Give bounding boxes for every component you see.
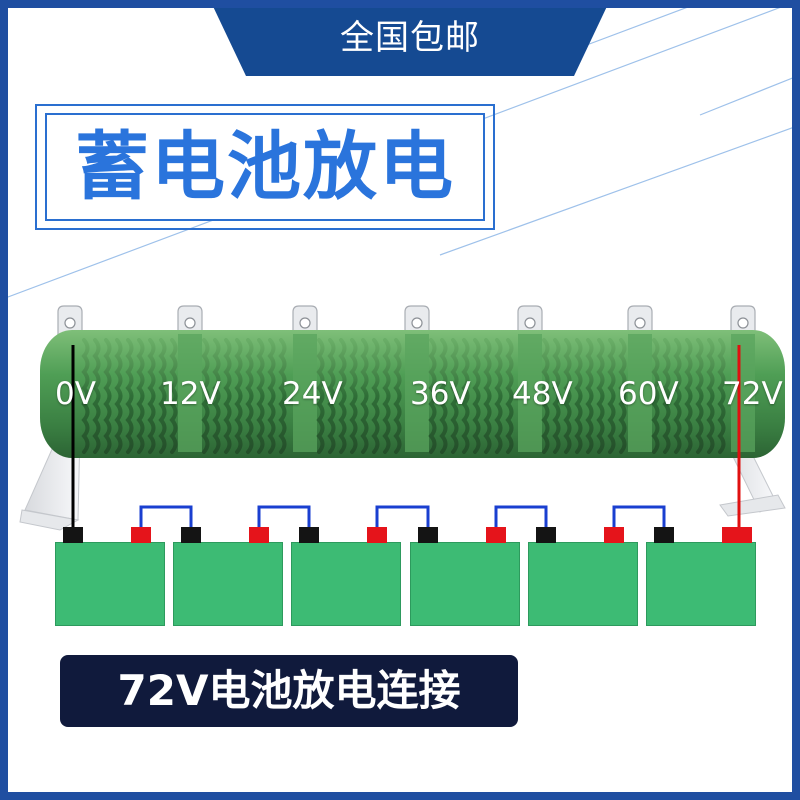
battery-2-negative-terminal: [181, 527, 201, 543]
battery-2-positive-terminal: [249, 527, 269, 543]
tap-band: [178, 334, 202, 452]
rib: [439, 338, 448, 454]
rib: [505, 338, 514, 454]
battery-5-negative-terminal: [536, 527, 556, 543]
rib: [327, 338, 336, 454]
tap-band: [628, 334, 652, 452]
battery-3-negative-terminal: [299, 527, 319, 543]
banner-text: 全国包邮: [340, 18, 480, 58]
voltage-label-12v: 12V: [160, 376, 221, 412]
rib: [169, 338, 178, 454]
rib: [393, 338, 402, 454]
resistor-ribs: [81, 334, 755, 454]
rib: [552, 338, 561, 454]
rib: [450, 338, 459, 454]
rib: [267, 338, 276, 454]
rib: [541, 338, 550, 454]
battery-6-positive-terminal: [722, 527, 752, 543]
battery-link: [494, 505, 548, 528]
title-frame: [35, 104, 495, 230]
battery-2: [173, 542, 283, 626]
battery-1-negative-terminal: [63, 527, 83, 543]
rib: [371, 338, 380, 454]
battery-link: [612, 505, 666, 528]
rib: [494, 338, 503, 454]
rib: [695, 338, 704, 454]
rib: [706, 338, 715, 454]
shipping-banner: 全国包邮: [210, 0, 610, 76]
rib: [472, 338, 481, 454]
voltage-label-60v: 60V: [618, 376, 679, 412]
battery-6: [646, 542, 756, 626]
rib: [651, 338, 660, 454]
rib: [201, 338, 210, 454]
rib: [136, 338, 145, 454]
rib: [382, 338, 391, 454]
voltage-label-48v: 48V: [512, 376, 573, 412]
rib: [607, 338, 616, 454]
battery-1: [55, 542, 165, 626]
voltage-label-36v: 36V: [410, 376, 471, 412]
rib: [234, 338, 243, 454]
rib: [585, 338, 594, 454]
caption-box: 72V电池放电连接: [60, 655, 518, 727]
tap-band: [518, 334, 542, 452]
rib: [563, 338, 572, 454]
rib: [245, 338, 254, 454]
rib: [125, 338, 134, 454]
rib: [483, 338, 492, 454]
battery-3: [291, 542, 401, 626]
rib: [103, 338, 112, 454]
rib: [717, 338, 726, 454]
rib: [81, 338, 90, 454]
rib: [673, 338, 682, 454]
battery-4: [410, 542, 520, 626]
rib: [596, 338, 605, 454]
battery-5: [528, 542, 638, 626]
rib: [428, 338, 437, 454]
battery-link: [375, 505, 430, 528]
title-box: 蓄电池放电: [45, 113, 485, 221]
rib: [256, 338, 265, 454]
battery-3-positive-terminal: [367, 527, 387, 543]
rib: [662, 338, 671, 454]
battery-1-positive-terminal: [131, 527, 151, 543]
tap-band: [731, 334, 755, 452]
rib: [338, 338, 347, 454]
battery-5-positive-terminal: [604, 527, 624, 543]
rib: [349, 338, 358, 454]
voltage-label-72v: 72V: [722, 376, 783, 412]
rib: [316, 338, 325, 454]
voltage-label-0v: 0V: [55, 376, 96, 412]
caption-text: 72V电池放电连接: [117, 666, 461, 715]
rib: [147, 338, 156, 454]
wiring: [71, 345, 741, 528]
rib: [212, 338, 221, 454]
battery-4-positive-terminal: [486, 527, 506, 543]
rib: [574, 338, 583, 454]
rib: [461, 338, 470, 454]
rib: [618, 338, 627, 454]
tap-band: [293, 334, 317, 452]
rib: [223, 338, 232, 454]
battery-6-negative-terminal: [654, 527, 674, 543]
rib: [92, 338, 101, 454]
rib: [114, 338, 123, 454]
rib: [684, 338, 693, 454]
voltage-label-24v: 24V: [282, 376, 343, 412]
rib: [360, 338, 369, 454]
rib: [278, 338, 287, 454]
battery-link: [257, 505, 311, 528]
battery-link: [139, 505, 193, 528]
tap-band: [405, 334, 429, 452]
product-title: 蓄电池放电: [75, 124, 455, 210]
battery-4-negative-terminal: [418, 527, 438, 543]
rib: [158, 338, 167, 454]
